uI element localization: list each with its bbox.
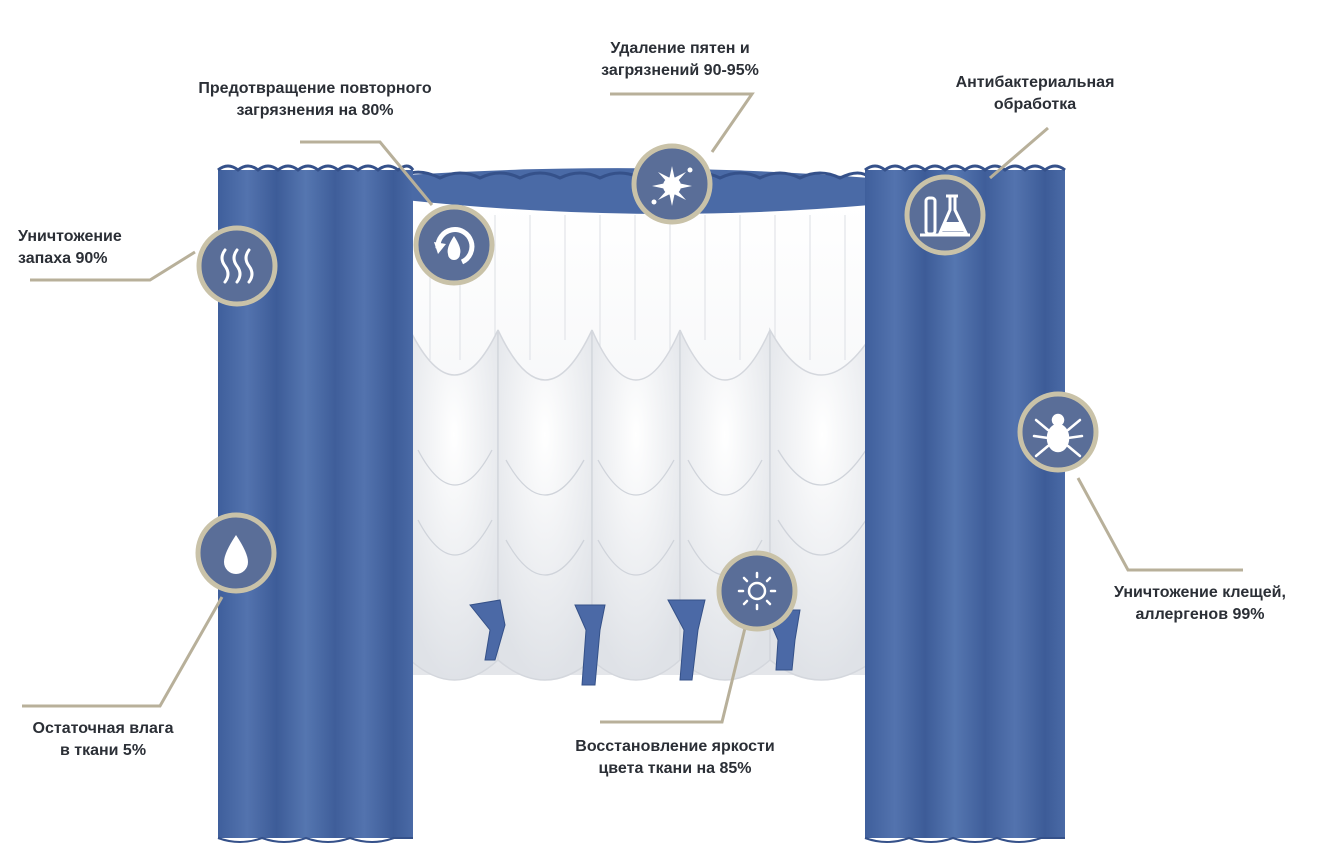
right-curtain: [864, 164, 1066, 843]
splash-icon: [631, 143, 713, 225]
leader-lines: [22, 92, 1243, 724]
label-stain-removal: Удаление пятен и загрязнений 90-95%: [601, 40, 759, 79]
odor-waves-icon: [196, 225, 278, 307]
sun-icon: [716, 550, 798, 632]
lab-flask-icon: [904, 174, 986, 256]
label-brightness: Восстановление яркости цвета ткани на 85…: [575, 738, 775, 777]
label-mites: Уничтожение клещей, аллергенов 99%: [1114, 584, 1286, 623]
water-drop-icon: [195, 512, 277, 594]
label-moisture: Остаточная влага в ткани 5%: [32, 720, 174, 759]
tulle-curtain: [408, 205, 878, 686]
mite-icon: [1017, 391, 1099, 473]
feature-badges: [195, 143, 1099, 632]
label-odor: Уничтожение запаха 90%: [18, 228, 122, 267]
label-antibacterial: Антибактериальная обработка: [955, 74, 1115, 113]
water-drop-cycle-icon: [413, 204, 495, 286]
label-re-soiling: Предотвращение повторного загрязнения на…: [198, 80, 432, 119]
